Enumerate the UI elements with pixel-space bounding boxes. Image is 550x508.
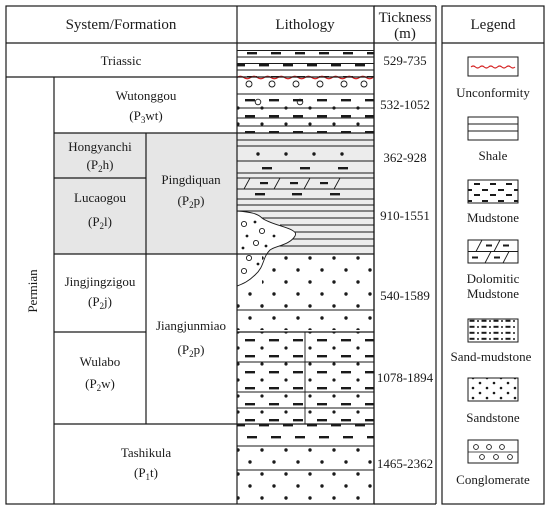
litho-tashikula: [237, 424, 374, 504]
litho-triassic: [237, 43, 374, 77]
litho-wutonggou: [236, 75, 374, 133]
litho-lucaogou: [237, 178, 374, 247]
legend-label-shale: Shale: [479, 148, 508, 163]
legend-label-unconformity: Unconformity: [456, 85, 530, 100]
formation-tashikula: Tashikula: [121, 445, 172, 460]
formation-jingjingzigou: Jingjingzigou: [65, 274, 136, 289]
legend-unconformity: Unconformity: [456, 56, 530, 100]
legend-dolomitic-mudstone: Dolomitic Mudstone: [467, 239, 520, 301]
thickness-hongyanchi: 362-928: [383, 150, 426, 165]
formation-jingjingzigou-code: (P2j): [88, 294, 112, 311]
group-pingdiquan: Pingdiquan: [161, 172, 221, 187]
legend-conglomerate: Conglomerate: [456, 439, 530, 487]
legend-label-dolomitic-mudstone: Mudstone: [467, 286, 519, 301]
thickness-triassic: 529-735: [383, 53, 426, 68]
group-jiangjunmiao-code: (P2p): [178, 342, 205, 359]
legend-label-sandstone: Sandstone: [466, 410, 520, 425]
legend-sandstone: Sandstone: [466, 377, 520, 425]
litho-wulabo: [237, 332, 374, 424]
system-permian: Permian: [25, 269, 40, 313]
formation-tashikula-code: (P1t): [134, 465, 158, 482]
formation-wutonggou-code: (P3wt): [129, 108, 162, 125]
litho-conglomerate-wedge: [236, 210, 296, 287]
system-triassic: Triassic: [101, 53, 142, 68]
legend-sand-mudstone: Sand-mudstone: [451, 318, 532, 364]
group-pingdiquan-code: (P2p): [178, 193, 205, 210]
header-lithology: Lithology: [275, 17, 335, 33]
header-legend: Legend: [471, 17, 516, 33]
legend-mudstone: Mudstone: [467, 179, 519, 225]
legend-label-conglomerate: Conglomerate: [456, 472, 530, 487]
thickness-lucaogou: 910-1551: [380, 208, 430, 223]
group-jiangjunmiao: Jiangjunmiao: [156, 318, 226, 333]
header-thickness-unit: (m): [394, 26, 416, 42]
formation-hongyanchi: Hongyanchi: [68, 139, 132, 154]
thickness-tashikula: 1465-2362: [377, 456, 433, 471]
formation-lucaogou-code: (P2l): [88, 214, 112, 231]
litho-hongyanchi: [237, 139, 374, 174]
litho-jingjingzigou: [237, 256, 374, 330]
thickness-wutonggou: 532-1052: [380, 97, 430, 112]
legend-label-sand-mudstone: Sand-mudstone: [451, 349, 532, 364]
table-grid: [5, 5, 545, 505]
lithology-column: [236, 43, 374, 504]
formation-wutonggou: Wutonggou: [116, 88, 177, 103]
formation-lucaogou: Lucaogou: [74, 190, 126, 205]
legend: Unconformity Shale Mudstone Dolomitic: [451, 56, 532, 487]
legend-label-mudstone: Mudstone: [467, 210, 519, 225]
formation-wulabo: Wulabo: [80, 354, 121, 369]
formation-wulabo-code: (P2w): [85, 376, 115, 393]
legend-shale: Shale: [467, 116, 519, 163]
header-thickness: Tickness: [379, 10, 432, 26]
thickness-wulabo: 1078-1894: [377, 370, 434, 385]
thickness-jingjingzigou: 540-1589: [380, 288, 430, 303]
legend-label-dolomitic: Dolomitic: [467, 271, 520, 286]
formation-hongyanchi-code: (P2h): [87, 157, 114, 174]
header-system-formation: System/Formation: [66, 17, 177, 33]
